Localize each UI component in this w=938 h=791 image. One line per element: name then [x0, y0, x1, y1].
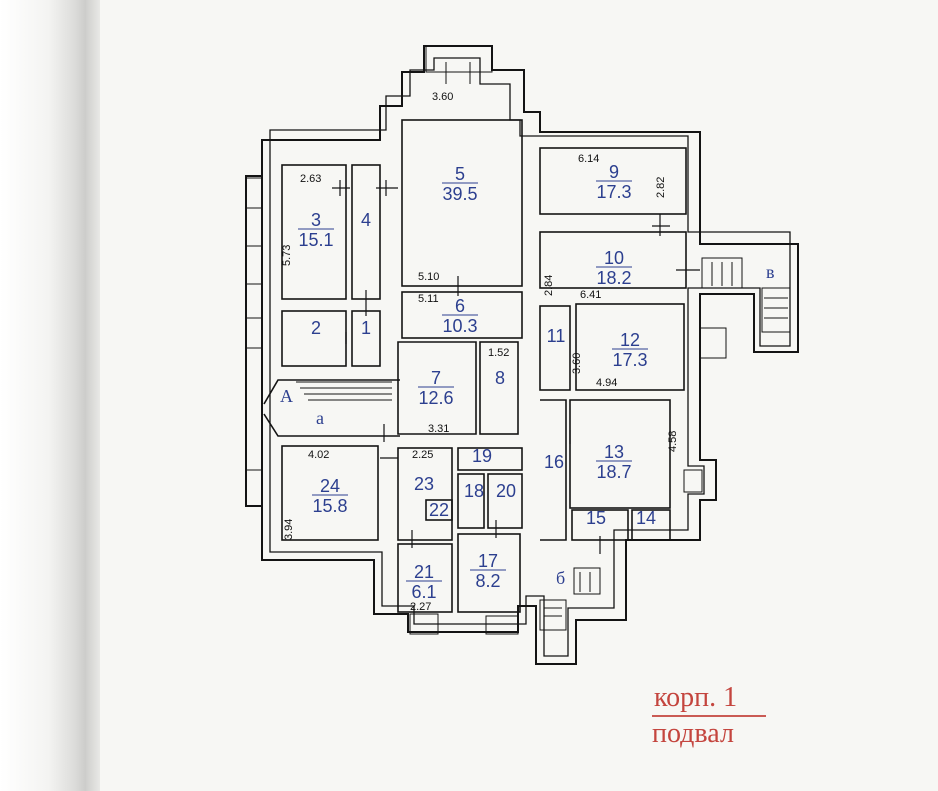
room-8-number: 8: [495, 368, 505, 388]
dimension-label: 3.60: [432, 91, 453, 103]
room-5-number: 5: [455, 164, 465, 184]
dimension-label: 4.94: [596, 377, 617, 389]
caption: корп. 1 подвал: [652, 682, 766, 749]
room-14-wall: [631, 509, 671, 541]
page-edge: [86, 0, 100, 791]
room-23-number: 23: [414, 474, 434, 494]
room-3-area: 15.1: [298, 230, 333, 250]
room-20-wall: [487, 473, 523, 529]
stair-letter-a-lower: а: [316, 408, 324, 428]
dimension-label: 3.31: [428, 423, 449, 435]
room-22-wall: [425, 499, 453, 521]
caption-building: корп. 1: [654, 682, 737, 713]
stair-letter-v: в: [766, 262, 775, 282]
room-23-wall: [397, 447, 453, 541]
dimension-label: 6.41: [580, 289, 601, 301]
stair-letter-b: б: [556, 568, 565, 588]
room-2-number: 2: [311, 318, 321, 338]
room-14-number: 14: [636, 508, 656, 528]
room-15-number: 15: [586, 508, 606, 528]
dimension-label: 2.25: [412, 449, 433, 461]
dimension-label: 2.27: [410, 601, 431, 613]
room-9-area: 17.3: [596, 182, 631, 202]
room-12-wall: [575, 303, 685, 391]
room-13-wall: [569, 399, 671, 509]
room-24-number: 24: [320, 476, 340, 496]
room-16-number: 16: [544, 452, 564, 472]
dimension-label: 5.73: [281, 245, 293, 266]
room-5-wall: [401, 119, 523, 287]
dimension-label: 2.82: [655, 177, 667, 198]
room-13-number: 13: [604, 442, 624, 462]
room-18-number: 18: [464, 481, 484, 501]
room-10-wall: [539, 231, 687, 289]
stair-letter-a-upper: А: [280, 386, 293, 406]
interior-walls: [263, 119, 687, 613]
stair-letters: А а в б: [280, 262, 775, 588]
room-20-number: 20: [496, 481, 516, 501]
dimension-label: 4.02: [308, 449, 329, 461]
room-19-wall: [457, 447, 523, 471]
room-16-wall: [540, 399, 567, 541]
room-13-area: 18.7: [596, 462, 631, 482]
dimension-label: 2.84: [543, 275, 555, 296]
room-9-wall: [539, 147, 687, 215]
room-3-wall: [281, 164, 347, 300]
dimension-label: 4.58: [667, 431, 679, 452]
room-12-area: 17.3: [612, 350, 647, 370]
room-21-area: 6.1: [411, 582, 436, 602]
room-6-number: 6: [455, 296, 465, 316]
dimension-label: 1.52: [488, 347, 509, 359]
dimension-label: 5.11: [418, 293, 439, 305]
room-17-area: 8.2: [475, 571, 500, 591]
room-1-number: 1: [361, 318, 371, 338]
room-11-number: 11: [547, 326, 566, 346]
dimension-label: 3.60: [571, 353, 583, 374]
doors: [332, 180, 700, 554]
room-22-number: 22: [429, 500, 449, 520]
room-24-wall: [281, 445, 379, 541]
room-11-wall: [539, 305, 571, 391]
dimension-label: 6.14: [578, 153, 599, 165]
room-17-wall: [457, 533, 521, 613]
room-24-area: 15.8: [312, 496, 347, 516]
dimension-label: 2.63: [300, 173, 321, 185]
dimension-label: 3.94: [283, 519, 295, 540]
room-21-wall: [397, 543, 453, 613]
room-12-number: 12: [620, 330, 640, 350]
stair-top: [425, 45, 493, 73]
room-5-area: 39.5: [442, 184, 477, 204]
room-10-number: 10: [604, 248, 624, 268]
room-6-wall: [401, 291, 523, 339]
room-3-number: 3: [311, 210, 321, 230]
room-8-wall: [479, 341, 519, 435]
room-21-number: 21: [414, 562, 434, 582]
room-7-wall: [397, 341, 477, 435]
book-binding-shadow: [0, 0, 88, 791]
room-9-number: 9: [609, 162, 619, 182]
room-6-area: 10.3: [442, 316, 477, 336]
dimension-label: 5.10: [418, 271, 439, 283]
caption-floor: подвал: [652, 718, 734, 749]
room-7-area: 12.6: [418, 388, 453, 408]
room-18-wall: [457, 473, 485, 529]
ramp-wall: [263, 379, 400, 437]
room-4-wall: [351, 164, 381, 300]
stairs: [245, 45, 791, 635]
room-7-number: 7: [431, 368, 441, 388]
room-4-number: 4: [361, 210, 371, 230]
room-17-number: 17: [478, 551, 498, 571]
room-19-number: 19: [472, 446, 492, 466]
room-10-area: 18.2: [596, 268, 631, 288]
